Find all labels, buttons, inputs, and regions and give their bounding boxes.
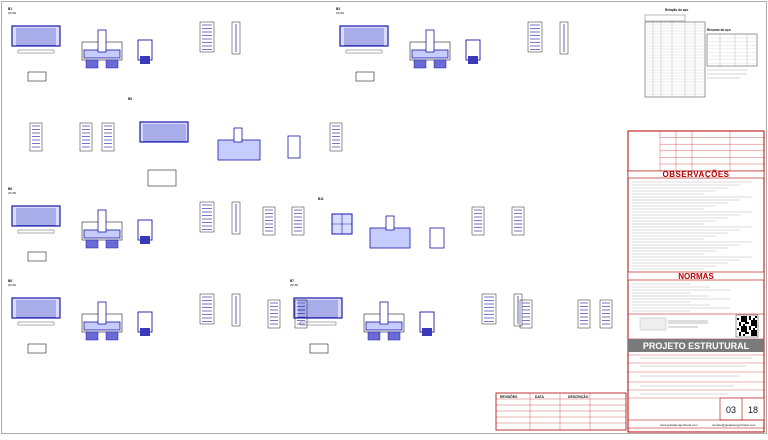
footer-left: www.guiadaengenharia.com (660, 423, 698, 427)
stirrup-cage (79, 122, 93, 152)
sheet-number: 03 (726, 405, 736, 415)
stirrup-cage (262, 206, 276, 236)
sheet-total: 18 (748, 405, 758, 415)
project-title: PROJETO ESTRUTURAL (643, 341, 750, 351)
company-logo-icon (639, 317, 708, 331)
stirrup-cage (267, 299, 281, 329)
stirrup-cage (291, 206, 305, 236)
stirrup-cage (29, 122, 43, 152)
stirrup-cage (577, 299, 591, 329)
stirrup-cage (511, 206, 525, 236)
detail-sub: 20x50 (8, 283, 17, 287)
detail-label: B7 (290, 279, 294, 283)
summary-title: Resumo do aço (707, 28, 731, 32)
steel-table: Relação do aço Resumo do aço (644, 8, 758, 98)
title-block: OBSERVAÇÕES NORMAS PROJETO ESTRUTURAL 03… (627, 130, 765, 433)
footing-detail-b5: B5 (128, 97, 301, 187)
observacoes-title: OBSERVAÇÕES (663, 170, 730, 179)
footer-right: contato@guiadaengenharia.com (712, 423, 756, 427)
detail-label: B6 (8, 187, 12, 191)
stirrup-cage (519, 299, 533, 329)
detail-b11: B11 (318, 197, 445, 249)
description-label: DESCRIÇÃO (568, 394, 589, 399)
detail-sub: 20x50 (8, 11, 17, 15)
detail-sub: 20x50 (290, 283, 299, 287)
qr-code-icon (735, 314, 759, 338)
revisions-label: REVISÕES (500, 394, 518, 399)
date-label: DATA (535, 395, 544, 399)
stirrup-cage (101, 122, 115, 152)
stirrup-cage (599, 299, 613, 329)
stirrup-cage (294, 299, 308, 329)
revisions-block: REVISÕES DATA DESCRIÇÃO (495, 392, 627, 431)
svg-text:B11: B11 (318, 197, 324, 201)
stirrup-cage (471, 206, 485, 236)
detail-label: B8 (8, 279, 12, 283)
normas-title: NORMAS (678, 272, 714, 281)
detail-sub: 20x50 (336, 11, 345, 15)
steel-table-title: Relação do aço (665, 8, 688, 12)
svg-text:B5: B5 (128, 97, 132, 101)
detail-label: B3 (336, 7, 340, 11)
stirrup-cage (329, 122, 343, 152)
detail-label: B1 (8, 7, 12, 11)
detail-sub: 20x50 (8, 191, 17, 195)
